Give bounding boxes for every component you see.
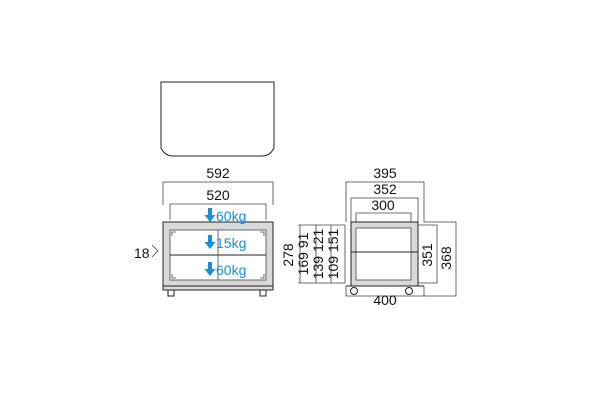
inner-width-line (169, 203, 267, 220)
overall-width-line (162, 181, 274, 205)
side-left-caster (350, 287, 358, 295)
inner-height-label: 351 (419, 243, 435, 267)
down-arrow-icon (204, 235, 216, 249)
side-right-caster (405, 287, 413, 295)
load-label: 15kg (216, 235, 246, 251)
board-thickness-pointer (151, 244, 159, 258)
down-arrow-icon (204, 262, 216, 276)
board-thickness-label: 18 (134, 245, 150, 261)
shelf-load-middle: 15kg (204, 235, 246, 251)
overall-depth-line (345, 181, 425, 222)
front-left-caster (167, 289, 175, 297)
overall-depth-label: 395 (373, 165, 397, 181)
load-label: 60kg (216, 208, 246, 224)
shelf-load-top: 60kg (204, 208, 246, 224)
inner-depth-label: 300 (371, 197, 395, 213)
side-cabinet-opening (356, 228, 411, 280)
shelf-depth-label: 352 (373, 181, 397, 197)
door-corner-marks (171, 231, 265, 279)
height-left-col-label: 169 91 (295, 232, 311, 275)
down-arrow-icon (204, 208, 216, 222)
base-depth-label: 400 (373, 292, 397, 308)
front-view: 592 520 18 60kg 15kg 60kg (134, 165, 274, 297)
total-height-label: 368 (438, 246, 454, 270)
height-extension-lines (298, 224, 345, 284)
shelf-depth-line (350, 197, 419, 222)
total-height-line (424, 221, 457, 297)
height-mid-col-label: 139 121 (310, 228, 326, 279)
load-label: 60kg (216, 262, 246, 278)
overall-width-label: 592 (206, 165, 230, 181)
shelf-load-bottom: 60kg (204, 262, 246, 278)
inner-depth-line (355, 212, 412, 226)
side-view: 395 352 300 400 278 169 91 139 121 109 1… (280, 165, 457, 308)
overall-height-label: 278 (280, 243, 296, 267)
height-right-col-label: 109 151 (325, 228, 341, 279)
inner-width-label: 520 (206, 187, 230, 203)
top-view-outline (160, 81, 275, 157)
base-depth-line (345, 286, 425, 297)
inner-height-line (418, 224, 438, 284)
front-right-caster (259, 289, 267, 297)
top-view (160, 81, 275, 157)
